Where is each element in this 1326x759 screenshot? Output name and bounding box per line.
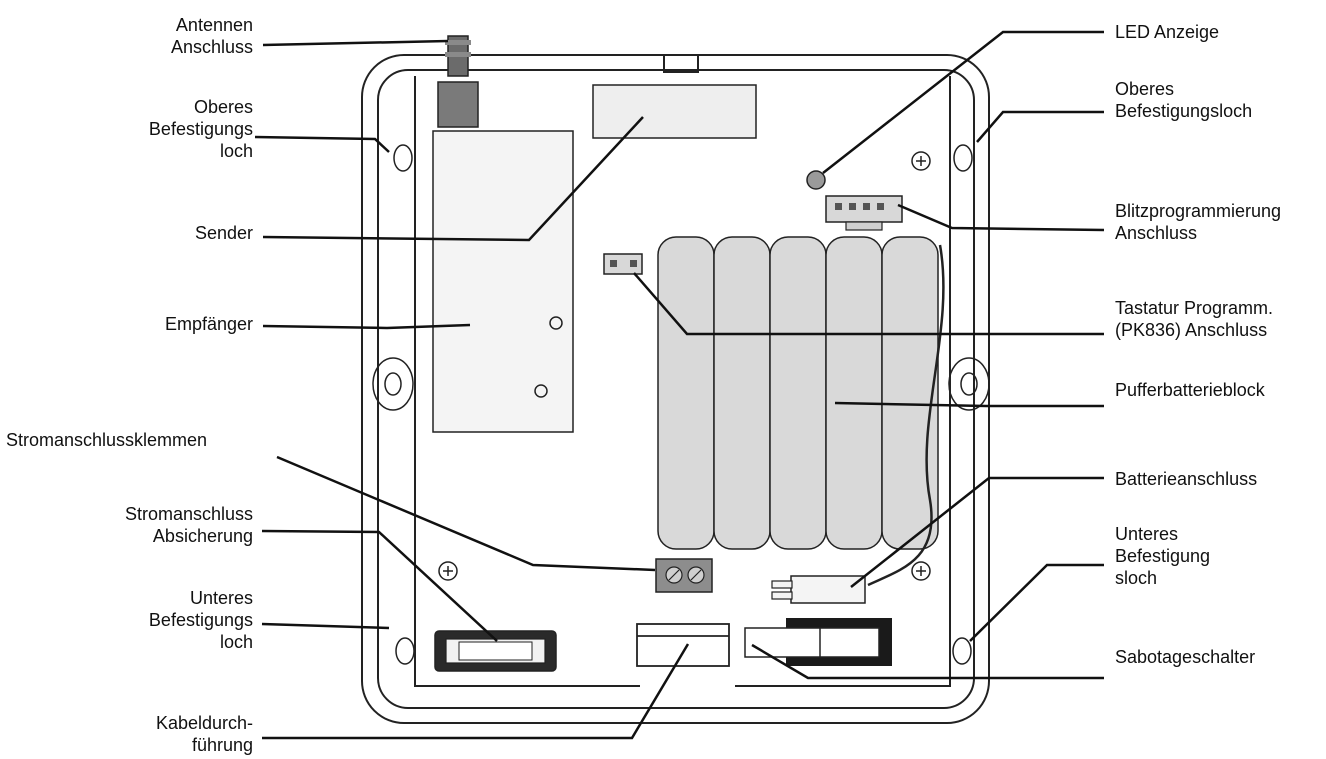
- leader-keypad: [633, 272, 1104, 336]
- label-power-fuse: Stromanschluss Absicherung: [125, 503, 253, 547]
- label-line: Befestigung: [1115, 546, 1211, 566]
- leader-fuse: [261, 529, 498, 642]
- label-line: sloch: [1115, 568, 1158, 588]
- leader-antenna: [262, 39, 449, 47]
- leader-receiver: [262, 323, 471, 330]
- label-transmitter: Sender: [195, 222, 253, 244]
- transmitter-module: [592, 84, 757, 139]
- label-line: Unteres: [189, 588, 253, 608]
- fuse: [434, 630, 557, 672]
- label-line: loch: [219, 141, 253, 161]
- label-line: Kabeldurch-: [155, 713, 253, 733]
- leader-cable-entry: [262, 643, 690, 740]
- label-battery-block: Pufferbatterieblock: [1115, 379, 1265, 401]
- cable-entry: [636, 623, 730, 667]
- label-line: Befestigungs: [148, 119, 253, 139]
- lower-hole-right: [952, 637, 972, 665]
- board-outline: [414, 76, 951, 687]
- label-line: (PK836) Anschluss: [1115, 320, 1268, 340]
- label-upper-hole-left: Oberes Befestigungs loch: [149, 96, 253, 162]
- label-line: Anschluss: [170, 37, 253, 57]
- label-tamper-switch: Sabotageschalter: [1115, 646, 1255, 668]
- leader-tamper: [751, 643, 1104, 680]
- label-receiver: Empfänger: [165, 313, 253, 335]
- label-line: Empfänger: [164, 314, 253, 334]
- label-line: Anschluss: [1115, 223, 1198, 243]
- power-terminals: [655, 558, 713, 593]
- leader-transmitter: [262, 116, 644, 242]
- leader-battery-block: [834, 401, 1104, 408]
- label-line: Tastatur Programm.: [1115, 298, 1274, 318]
- antenna: [437, 35, 479, 128]
- leader-battery-connector: [850, 476, 1104, 588]
- leader-upper-hole-right: [976, 110, 1104, 143]
- leader-lower-hole-right: [969, 563, 1104, 642]
- tamper-switch: [744, 618, 892, 666]
- leader-lines: [254, 30, 1105, 740]
- lower-hole-left: [395, 637, 415, 665]
- battery-wire: [867, 244, 945, 587]
- label-line: führung: [191, 735, 253, 755]
- label-line: Antennen: [175, 15, 253, 35]
- battery-connector: [771, 575, 866, 604]
- label-upper-hole-right: Oberes Befestigungsloch: [1115, 78, 1252, 122]
- label-line: Sender: [194, 223, 253, 243]
- battery-block: [657, 236, 939, 550]
- label-line: Oberes: [193, 97, 253, 117]
- keypad-connector: [603, 253, 643, 275]
- label-line: Batterieanschluss: [1115, 469, 1258, 489]
- label-cable-entry: Kabeldurch- führung: [156, 712, 253, 756]
- label-keypad-prog: Tastatur Programm. (PK836) Anschluss: [1115, 297, 1273, 341]
- label-antenna: Antennen Anschluss: [171, 14, 253, 58]
- led: [806, 170, 826, 190]
- label-led: LED Anzeige: [1115, 21, 1219, 43]
- label-lower-hole-right: Unteres Befestigung sloch: [1115, 523, 1210, 589]
- housing-inner: [377, 69, 975, 709]
- label-line: Stromanschluss: [124, 504, 253, 524]
- leader-upper-hole-left: [254, 135, 390, 153]
- label-line: Befestigungsloch: [1115, 101, 1253, 121]
- label-power-terminals: Stromanschlussklemmen: [6, 429, 207, 451]
- label-line: loch: [219, 632, 253, 652]
- upper-hole-right: [953, 144, 973, 172]
- label-line: Blitzprogrammierung: [1115, 201, 1282, 221]
- label-lower-hole-left: Unteres Befestigungs loch: [149, 587, 253, 653]
- receiver-board: [432, 130, 574, 433]
- label-line: Absicherung: [152, 526, 253, 546]
- housing-notch: [663, 55, 699, 73]
- flash-connector: [825, 195, 903, 231]
- label-line: Unteres: [1115, 524, 1179, 544]
- label-line: Pufferbatterieblock: [1115, 380, 1265, 400]
- leader-led: [822, 30, 1104, 174]
- leader-flash: [897, 203, 1105, 232]
- upper-hole-left: [393, 144, 413, 172]
- leader-lower-hole-left: [261, 622, 390, 630]
- label-line: Oberes: [1115, 79, 1175, 99]
- label-line: LED Anzeige: [1115, 22, 1220, 42]
- label-line: Sabotageschalter: [1115, 647, 1256, 667]
- label-flash-prog: Blitzprogrammierung Anschluss: [1115, 200, 1281, 244]
- leader-power-terminals: [276, 455, 656, 572]
- label-battery-connector: Batterieanschluss: [1115, 468, 1257, 490]
- label-line: Stromanschlussklemmen: [6, 430, 208, 450]
- label-line: Befestigungs: [148, 610, 253, 630]
